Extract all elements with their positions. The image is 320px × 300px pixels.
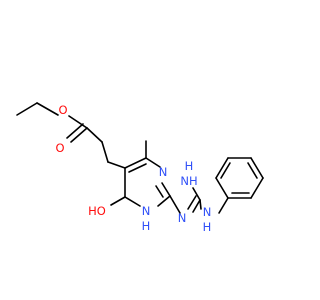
bond-guan-c-anilino [199, 199, 202, 210]
bond-c4-n3 [145, 157, 161, 168]
bond-n3-c2 [161, 182, 171, 197]
atom-label-ester-o: O [58, 103, 67, 117]
atom-label-imine-h: H [185, 159, 194, 173]
bond-ph-2 [250, 177, 264, 199]
bond-carbonyl-c-o-2 [66, 123, 84, 139]
bond-c2-n [169, 195, 181, 214]
bond-carbonyl-c-o [70, 127, 88, 143]
bond-n-c-guan [192, 199, 201, 213]
bond-ch2-ring [107, 161, 126, 169]
bond-ph-5 [215, 157, 229, 179]
atom-label-guanidine-n: N [178, 211, 187, 225]
atom-label-imine-nh: NH [180, 174, 197, 188]
bond-guan-c-nh [192, 187, 201, 201]
molecule-structure-diagram: O O N N H HO NH H N N H [16, 102, 264, 234]
bond-ch2-oether [36, 102, 59, 116]
atom-label-lactam-o: HO [88, 204, 106, 218]
atom-label-ring-n3: N [159, 165, 168, 179]
bond-ph-3 [250, 157, 264, 179]
bond-ch3-ch2 [16, 102, 38, 116]
bond-carbonyl-c-ch2 [86, 127, 103, 143]
bond-n3-c2-inner [155, 185, 164, 198]
bond-oether-carbonyl-c [68, 115, 88, 129]
atom-label-anilino-n: N [203, 205, 212, 219]
bond-anilino-ph [218, 197, 229, 214]
bond-ph-inner-3 [220, 162, 231, 179]
bond-c5-c4 [124, 157, 147, 169]
bond-n1-c6 [124, 196, 141, 207]
atom-labels: O O N N H HO NH H N N H [55, 103, 211, 234]
bond-c2-n1 [157, 195, 171, 207]
atom-label-ring-n1-h: H [142, 219, 151, 233]
bond-n-c-guan-2 [187, 195, 197, 210]
bond-ph-inner-2 [247, 162, 258, 179]
bond-ph-6 [215, 177, 229, 199]
atom-label-anilino-h: H [203, 220, 212, 234]
bond-ch2-ch2 [101, 141, 109, 163]
bond-c5-c4-inner [128, 163, 147, 173]
bond-c6-oh [110, 196, 126, 206]
atom-label-carbonyl-o: O [55, 141, 64, 155]
atom-label-ring-n1: N [142, 204, 151, 218]
bonds [16, 102, 264, 214]
